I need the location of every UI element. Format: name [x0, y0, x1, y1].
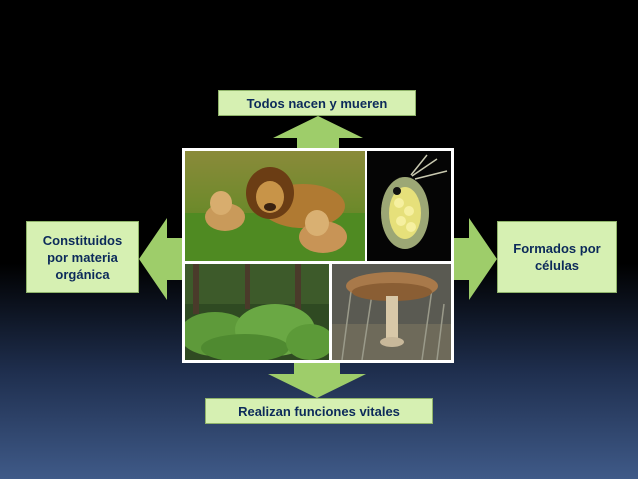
label-bottom-text: Realizan funciones vitales	[238, 403, 400, 419]
lions-photo	[185, 151, 365, 261]
label-top-text: Todos nacen y mueren	[246, 95, 388, 111]
label-left-text: Constituidos por materia orgánica	[42, 232, 123, 282]
label-constituidos-por-materia-organica: Constituidos por materia orgánica	[26, 221, 139, 293]
arrow-left	[139, 218, 183, 300]
label-right-text: Formados por células	[513, 241, 601, 273]
label-formados-por-celulas: Formados por células	[497, 221, 617, 293]
label-todos-nacen-y-mueren: Todos nacen y mueren	[218, 90, 416, 116]
photo-collage	[182, 148, 454, 363]
daphnia-photo	[367, 151, 451, 261]
mushroom-photo	[332, 264, 451, 360]
label-realizan-funciones-vitales: Realizan funciones vitales	[205, 398, 433, 424]
arrow-right	[454, 218, 497, 300]
arrow-up	[273, 116, 363, 150]
arrow-down	[268, 362, 366, 398]
ferns-photo	[185, 264, 329, 360]
